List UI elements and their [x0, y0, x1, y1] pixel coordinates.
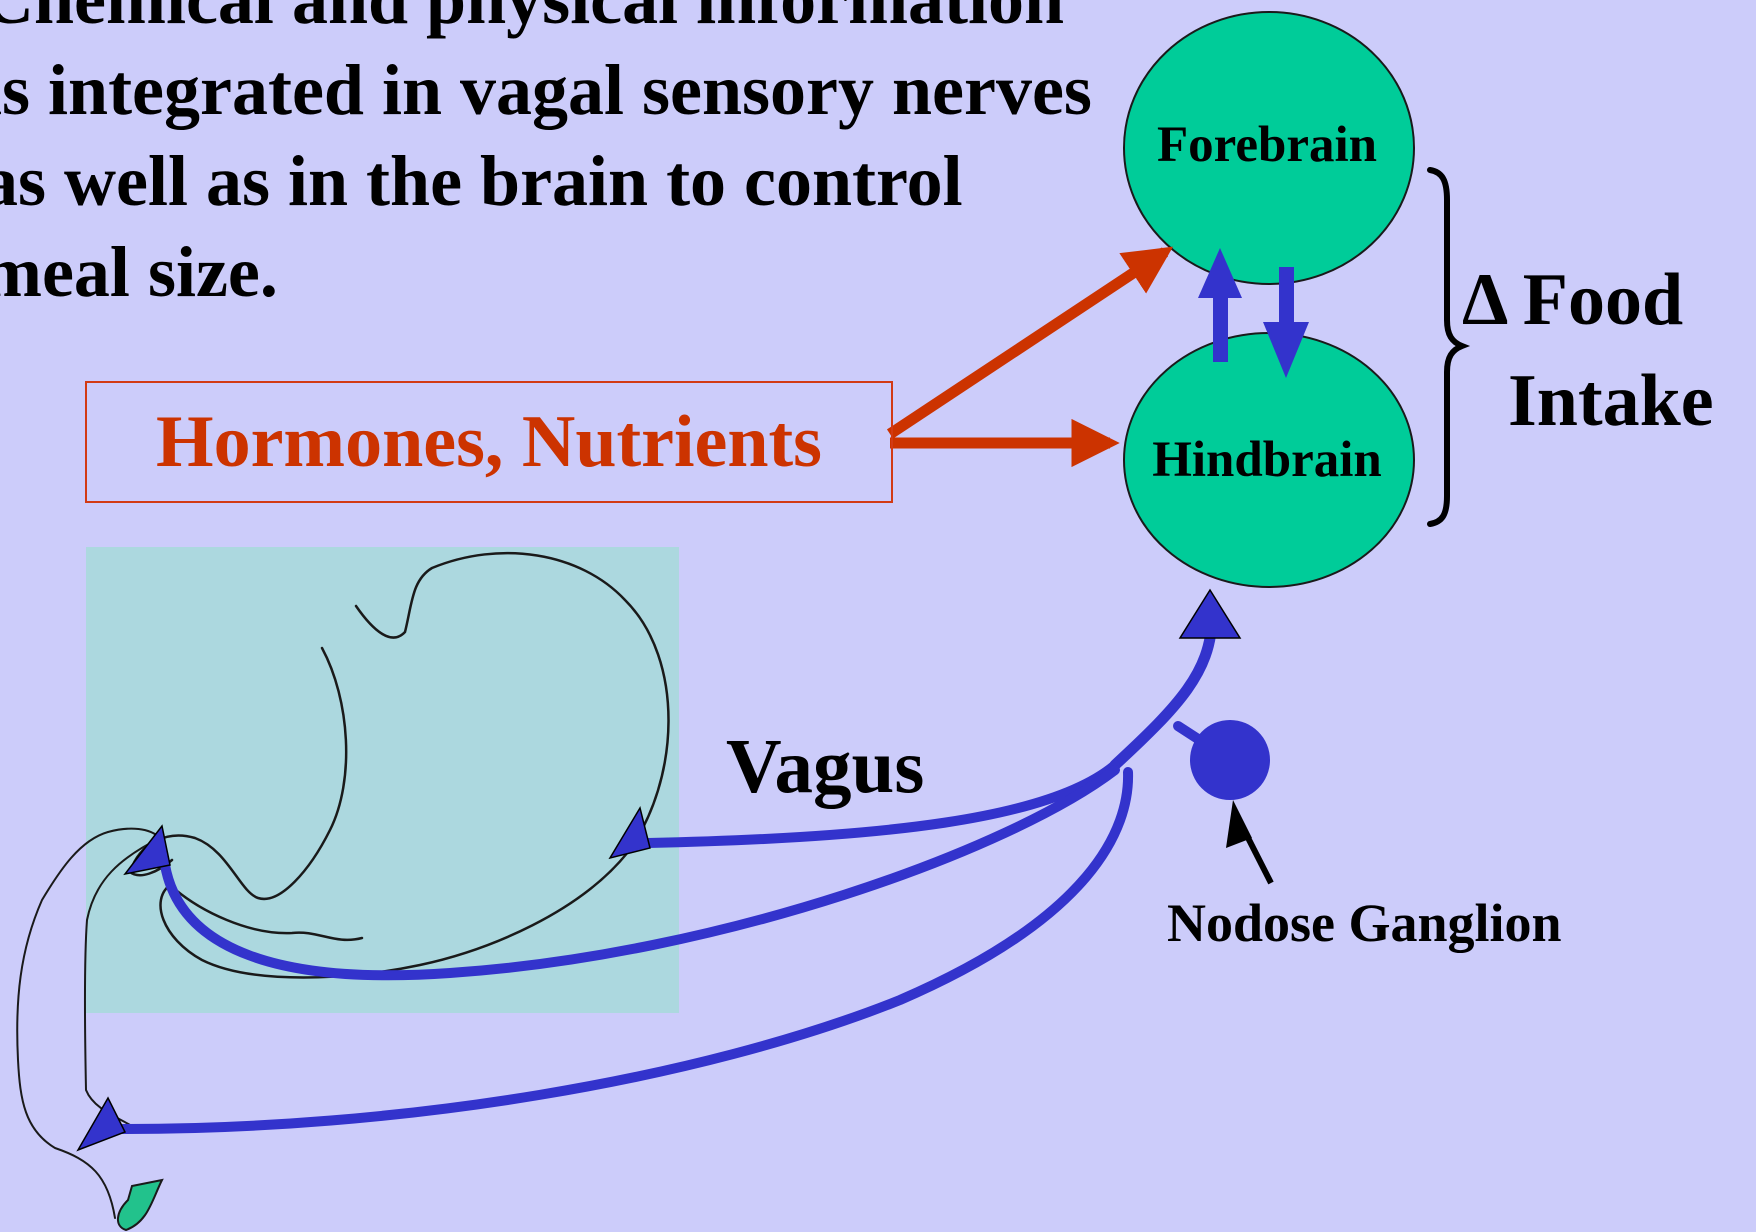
- intake-label: Intake: [1508, 359, 1714, 444]
- hindbrain-label: Hindbrain: [1127, 431, 1407, 489]
- brace: [1430, 170, 1462, 524]
- hormones-box: Hormones, Nutrients: [85, 381, 893, 503]
- stomach-panel: [86, 547, 679, 1013]
- hormones-label: Hormones, Nutrients: [87, 383, 891, 501]
- nodose-ganglion-label: Nodose Ganglion: [1167, 892, 1562, 954]
- forebrain-label: Forebrain: [1127, 116, 1407, 174]
- pancreas-shape: [118, 1180, 162, 1230]
- slide-headline: Chemical and physical information is int…: [0, 0, 1122, 318]
- vagus-label: Vagus: [726, 722, 924, 811]
- arrowhead-brain: [1180, 590, 1240, 638]
- arrowhead-intestine: [78, 1098, 125, 1150]
- nodose-ganglion: [1190, 720, 1270, 800]
- food-intake-label: Δ Food: [1462, 258, 1683, 343]
